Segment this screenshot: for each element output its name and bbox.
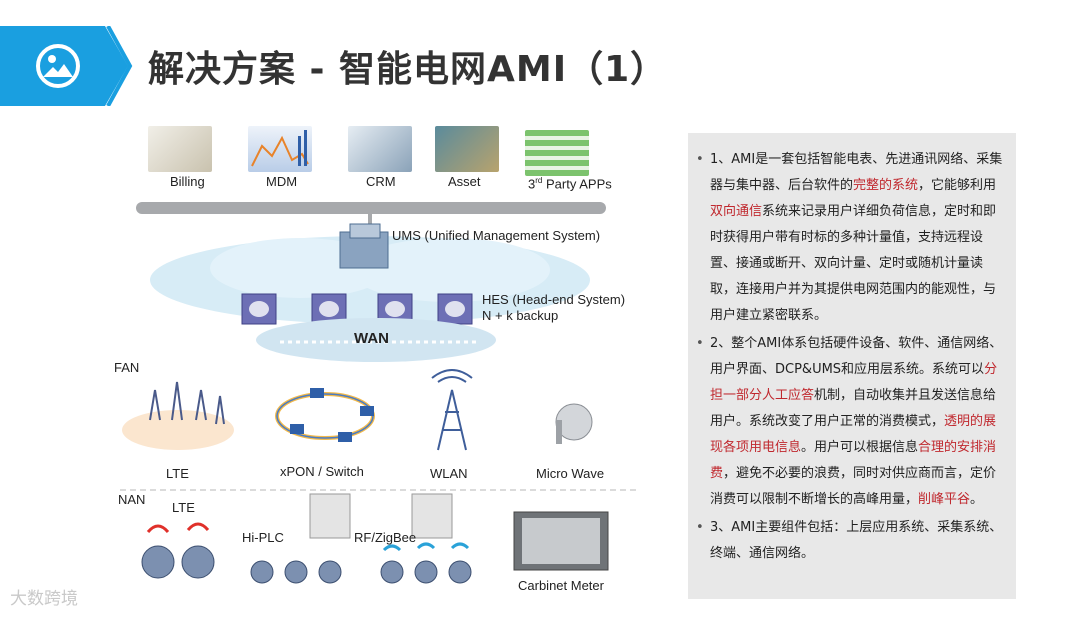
- mdm-chart-image: [248, 126, 312, 172]
- hi-plc-label: Hi-PLC: [242, 530, 284, 545]
- nan-lte-label: LTE: [172, 500, 195, 515]
- fan-label: FAN: [114, 360, 140, 375]
- hes-label: HES (Head-end System): [482, 292, 626, 307]
- header-banner: [0, 26, 128, 106]
- point-3: 3、AMI主要组件包括：上层应用系统、采集系统、终端、通信网络。: [696, 515, 1004, 567]
- rf-zigbee-label: RF/ZigBee: [354, 530, 417, 545]
- wan-label: WAN: [354, 330, 389, 347]
- crm-image: [348, 126, 412, 172]
- crm-label: CRM: [366, 174, 396, 189]
- point-1: 1、AMI是一套包括智能电表、先进通讯网络、采集器与集中器、后台软件的完整的系统…: [696, 147, 1004, 329]
- asset-image: [435, 126, 499, 172]
- billing-image: [148, 126, 212, 172]
- micro-wave-label: Micro Wave: [536, 466, 605, 481]
- fan-lte-label: LTE: [166, 466, 189, 481]
- watermark: 大数跨境: [10, 589, 78, 609]
- image-icon: [36, 44, 80, 88]
- xpon-switch-label: xPON / Switch: [280, 464, 364, 479]
- point-2: 2、整个AMI体系包括硬件设备、软件、通信网络、用户界面、DCP&UMS和应用层…: [696, 331, 1004, 513]
- nan-label: NAN: [118, 492, 146, 507]
- page-title: 解决方案 - 智能电网AMI（1）: [148, 49, 668, 90]
- asset-label: Asset: [448, 174, 481, 189]
- mdm-label: MDM: [266, 174, 298, 189]
- description-panel: 1、AMI是一套包括智能电表、先进通讯网络、采集器与集中器、后台软件的完整的系统…: [688, 133, 1016, 599]
- hes-backup-label: N + k backup: [482, 308, 559, 323]
- wlan-label: WLAN: [430, 466, 468, 481]
- third-party-apps-label: 3rd Party APPs: [528, 176, 612, 192]
- third-party-apps-image: [525, 130, 589, 176]
- ums-label: UMS (Unified Management System): [392, 228, 601, 243]
- billing-label: Billing: [170, 174, 205, 189]
- ami-architecture-diagram: Billing MDM CRM Asset 3rd Party APPs: [100, 120, 660, 610]
- banner-chevron: [106, 26, 133, 106]
- network-lines: [120, 202, 640, 584]
- cabinet-meter-label: Carbinet Meter: [518, 578, 604, 593]
